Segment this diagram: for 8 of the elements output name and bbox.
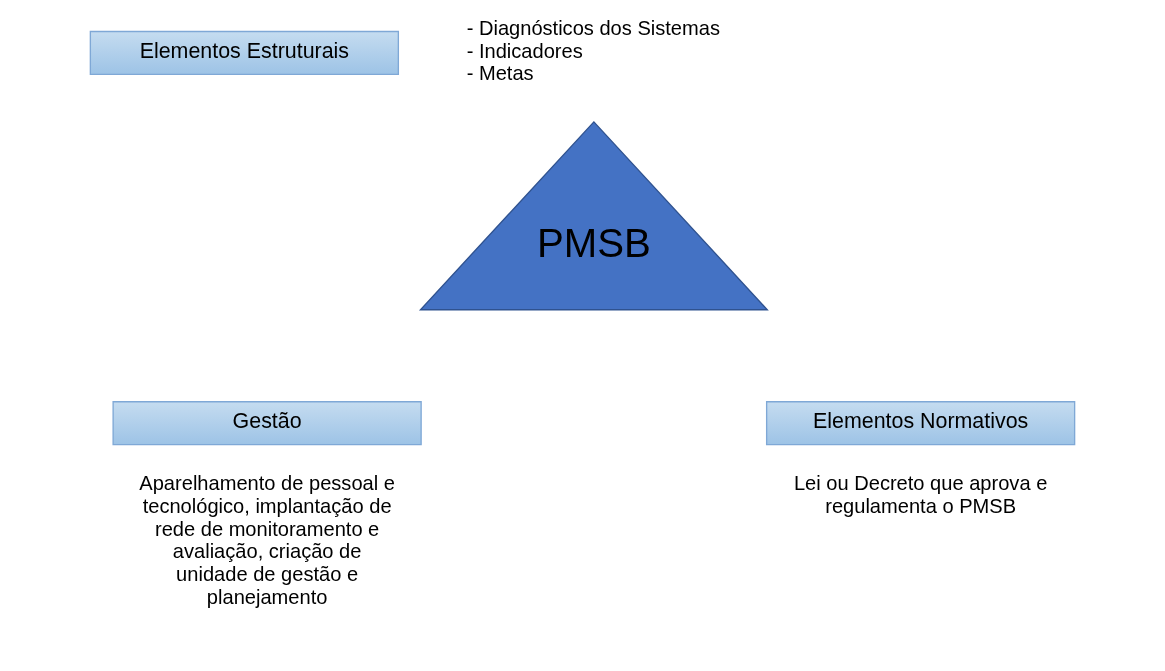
node-label: - Diagnósticos dos Sistemas (466, 16, 720, 39)
node-label: - Indicadores (466, 39, 583, 62)
node-label: Lei ou Decreto que aprova e regulamenta o PMSB (793, 472, 1048, 517)
node-box: Elementos Estruturais (89, 30, 400, 76)
node-label: - Metas (466, 62, 534, 85)
node-label: Aparelhamento de pessoal e tecnológico, implantação de rede de monitoramento e avaliação, criação de unidade de gestão e planejamento (139, 472, 395, 608)
node-box: Elementos Normativos (765, 401, 1076, 446)
node-box: Gestão (112, 401, 422, 446)
